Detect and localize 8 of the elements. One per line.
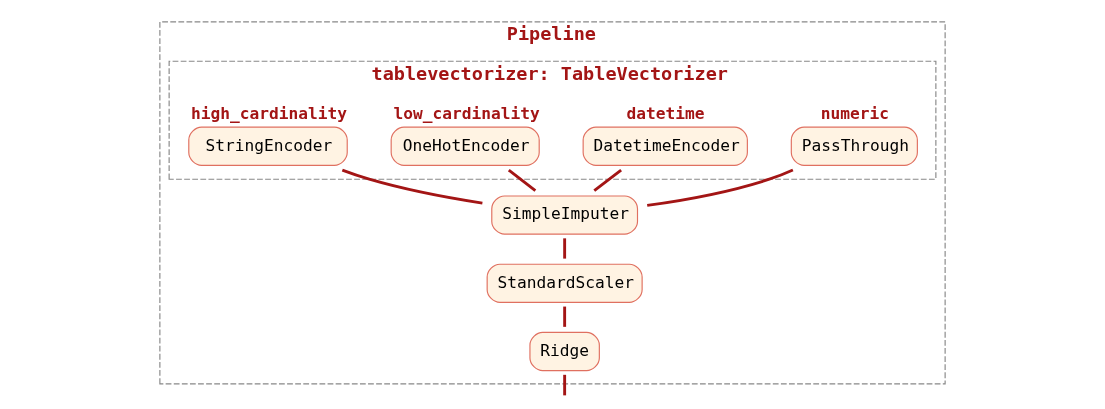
connector bbox=[647, 168, 794, 207]
node-label: datetime bbox=[626, 104, 705, 124]
connector bbox=[563, 374, 567, 396]
node-label: low_cardinality bbox=[393, 104, 540, 124]
connector bbox=[563, 306, 567, 327]
connector bbox=[563, 238, 567, 259]
node-label: numeric bbox=[820, 104, 890, 124]
node-label: high_cardinality bbox=[191, 104, 348, 124]
